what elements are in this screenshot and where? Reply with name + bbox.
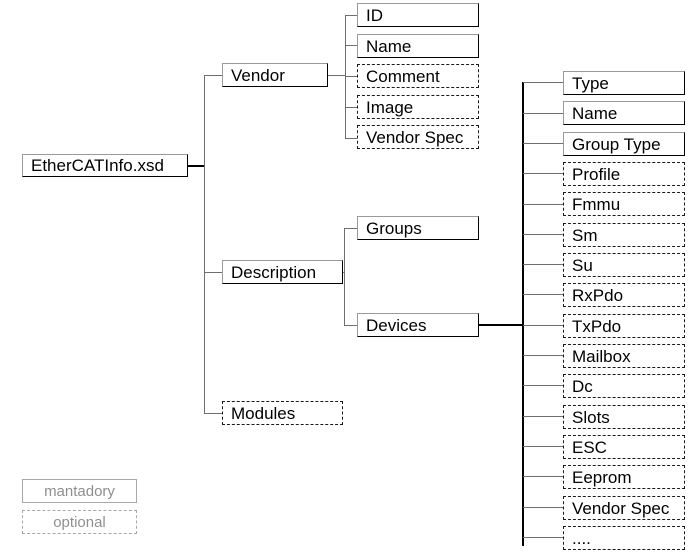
- connector-devices-to-esc: [523, 446, 564, 447]
- node-label: Dc: [572, 376, 593, 396]
- node-device-dc[interactable]: Dc: [563, 374, 685, 398]
- node-label: Su: [572, 255, 593, 275]
- node-device-slots[interactable]: Slots: [563, 405, 685, 429]
- legend-label: mantadory: [44, 482, 115, 500]
- node-device-esc[interactable]: ESC: [563, 435, 685, 459]
- node-label: Name: [572, 103, 618, 123]
- node-device-profile[interactable]: Profile: [563, 162, 685, 186]
- node-label: Slots: [572, 407, 610, 427]
- connector-vendor-to-id: [345, 15, 358, 16]
- connector-vendor-stub: [328, 75, 346, 76]
- node-vendor-image[interactable]: Image: [357, 95, 479, 119]
- connector-devices-to-mailbox: [523, 355, 564, 356]
- node-label: Mailbox: [572, 346, 631, 366]
- node-label: Fmmu: [572, 194, 621, 214]
- node-device-eeprom[interactable]: Eeprom: [563, 465, 685, 489]
- connector-vendor-to-vendorspec: [345, 138, 358, 139]
- connector-root-to-vendor: [204, 75, 223, 76]
- legend-optional: optional: [22, 510, 137, 534]
- node-label: ID: [366, 5, 383, 25]
- node-device-name[interactable]: Name: [563, 101, 685, 125]
- node-device-more[interactable]: ....: [563, 526, 685, 550]
- connector-vendor-to-image: [345, 107, 358, 108]
- connector-devices-to-type: [523, 82, 564, 83]
- node-ethercatinfo-xsd[interactable]: EtherCATInfo.xsd: [22, 154, 188, 177]
- node-vendor-comment[interactable]: Comment: [357, 64, 479, 88]
- node-vendor-id[interactable]: ID: [357, 3, 479, 27]
- node-device-vendor-spec[interactable]: Vendor Spec: [563, 496, 685, 520]
- connector-devices-to-eeprom: [523, 476, 564, 477]
- node-device-rxpdo[interactable]: RxPdo: [563, 283, 685, 307]
- connector-root-to-description: [204, 272, 223, 273]
- connector-vendor-to-name: [345, 45, 358, 46]
- connector-devices-to-dc: [523, 385, 564, 386]
- node-devices[interactable]: Devices: [357, 313, 479, 337]
- connector-devices-to-slots: [523, 416, 564, 417]
- node-label: Profile: [572, 164, 621, 184]
- node-modules[interactable]: Modules: [222, 401, 343, 425]
- legend-mandatory: mantadory: [22, 479, 137, 503]
- node-device-mailbox[interactable]: Mailbox: [563, 344, 685, 368]
- connector-description-to-groups: [344, 228, 358, 229]
- connector-devices-to-txpdo: [523, 325, 564, 326]
- node-vendor[interactable]: Vendor: [222, 63, 328, 87]
- node-device-su[interactable]: Su: [563, 253, 685, 277]
- node-label: Vendor Spec: [572, 498, 670, 518]
- connector-devices-to-rxpdo: [523, 294, 564, 295]
- node-label: ....: [572, 528, 591, 548]
- connector-devices-stub: [479, 324, 524, 326]
- node-vendor-name[interactable]: Name: [357, 34, 479, 58]
- connector-description-to-devices: [344, 325, 358, 326]
- node-label: Vendor Spec: [366, 127, 464, 147]
- node-device-txpdo[interactable]: TxPdo: [563, 314, 685, 338]
- connector-devices-to-name: [523, 113, 564, 114]
- connector-root-to-modules: [204, 413, 223, 414]
- connector-devices-to-profile: [523, 173, 564, 174]
- node-label: Devices: [366, 315, 427, 335]
- node-label: Vendor: [231, 65, 285, 85]
- node-label: RxPdo: [572, 285, 624, 305]
- node-label: Eeprom: [572, 467, 632, 487]
- node-label: Description: [231, 262, 317, 282]
- node-label: Image: [366, 97, 414, 117]
- node-label: TxPdo: [572, 316, 622, 336]
- connector-root-trunk: [204, 75, 205, 414]
- node-label: Name: [366, 36, 412, 56]
- node-label: Modules: [231, 403, 296, 423]
- connector-devices-to-su: [523, 264, 564, 265]
- node-label: Sm: [572, 225, 598, 245]
- connector-devices-to-group-type: [523, 143, 564, 144]
- connector-devices-to-vendorspec: [523, 507, 564, 508]
- node-label: EtherCATInfo.xsd: [31, 156, 164, 175]
- node-label: Type: [572, 73, 609, 93]
- connector-devices-to-fmmu: [523, 204, 564, 205]
- node-label: Groups: [366, 218, 422, 238]
- node-device-type[interactable]: Type: [563, 71, 685, 95]
- node-label: Group Type: [572, 134, 661, 154]
- node-groups[interactable]: Groups: [357, 216, 479, 240]
- node-label: Comment: [366, 66, 440, 86]
- connector-vendor-to-comment: [345, 76, 358, 77]
- connector-root-stub: [188, 165, 205, 167]
- node-device-fmmu[interactable]: Fmmu: [563, 192, 685, 216]
- node-vendor-vendor-spec[interactable]: Vendor Spec: [357, 125, 479, 149]
- node-device-group-type[interactable]: Group Type: [563, 132, 685, 156]
- connector-devices-to-sm: [523, 234, 564, 235]
- connector-devices-trunk: [522, 82, 524, 546]
- node-device-sm[interactable]: Sm: [563, 223, 685, 247]
- connector-devices-to-more: [523, 537, 564, 538]
- node-description[interactable]: Description: [222, 260, 343, 284]
- node-label: ESC: [572, 437, 607, 457]
- connector-description-trunk: [344, 228, 345, 326]
- legend-label: optional: [53, 513, 106, 531]
